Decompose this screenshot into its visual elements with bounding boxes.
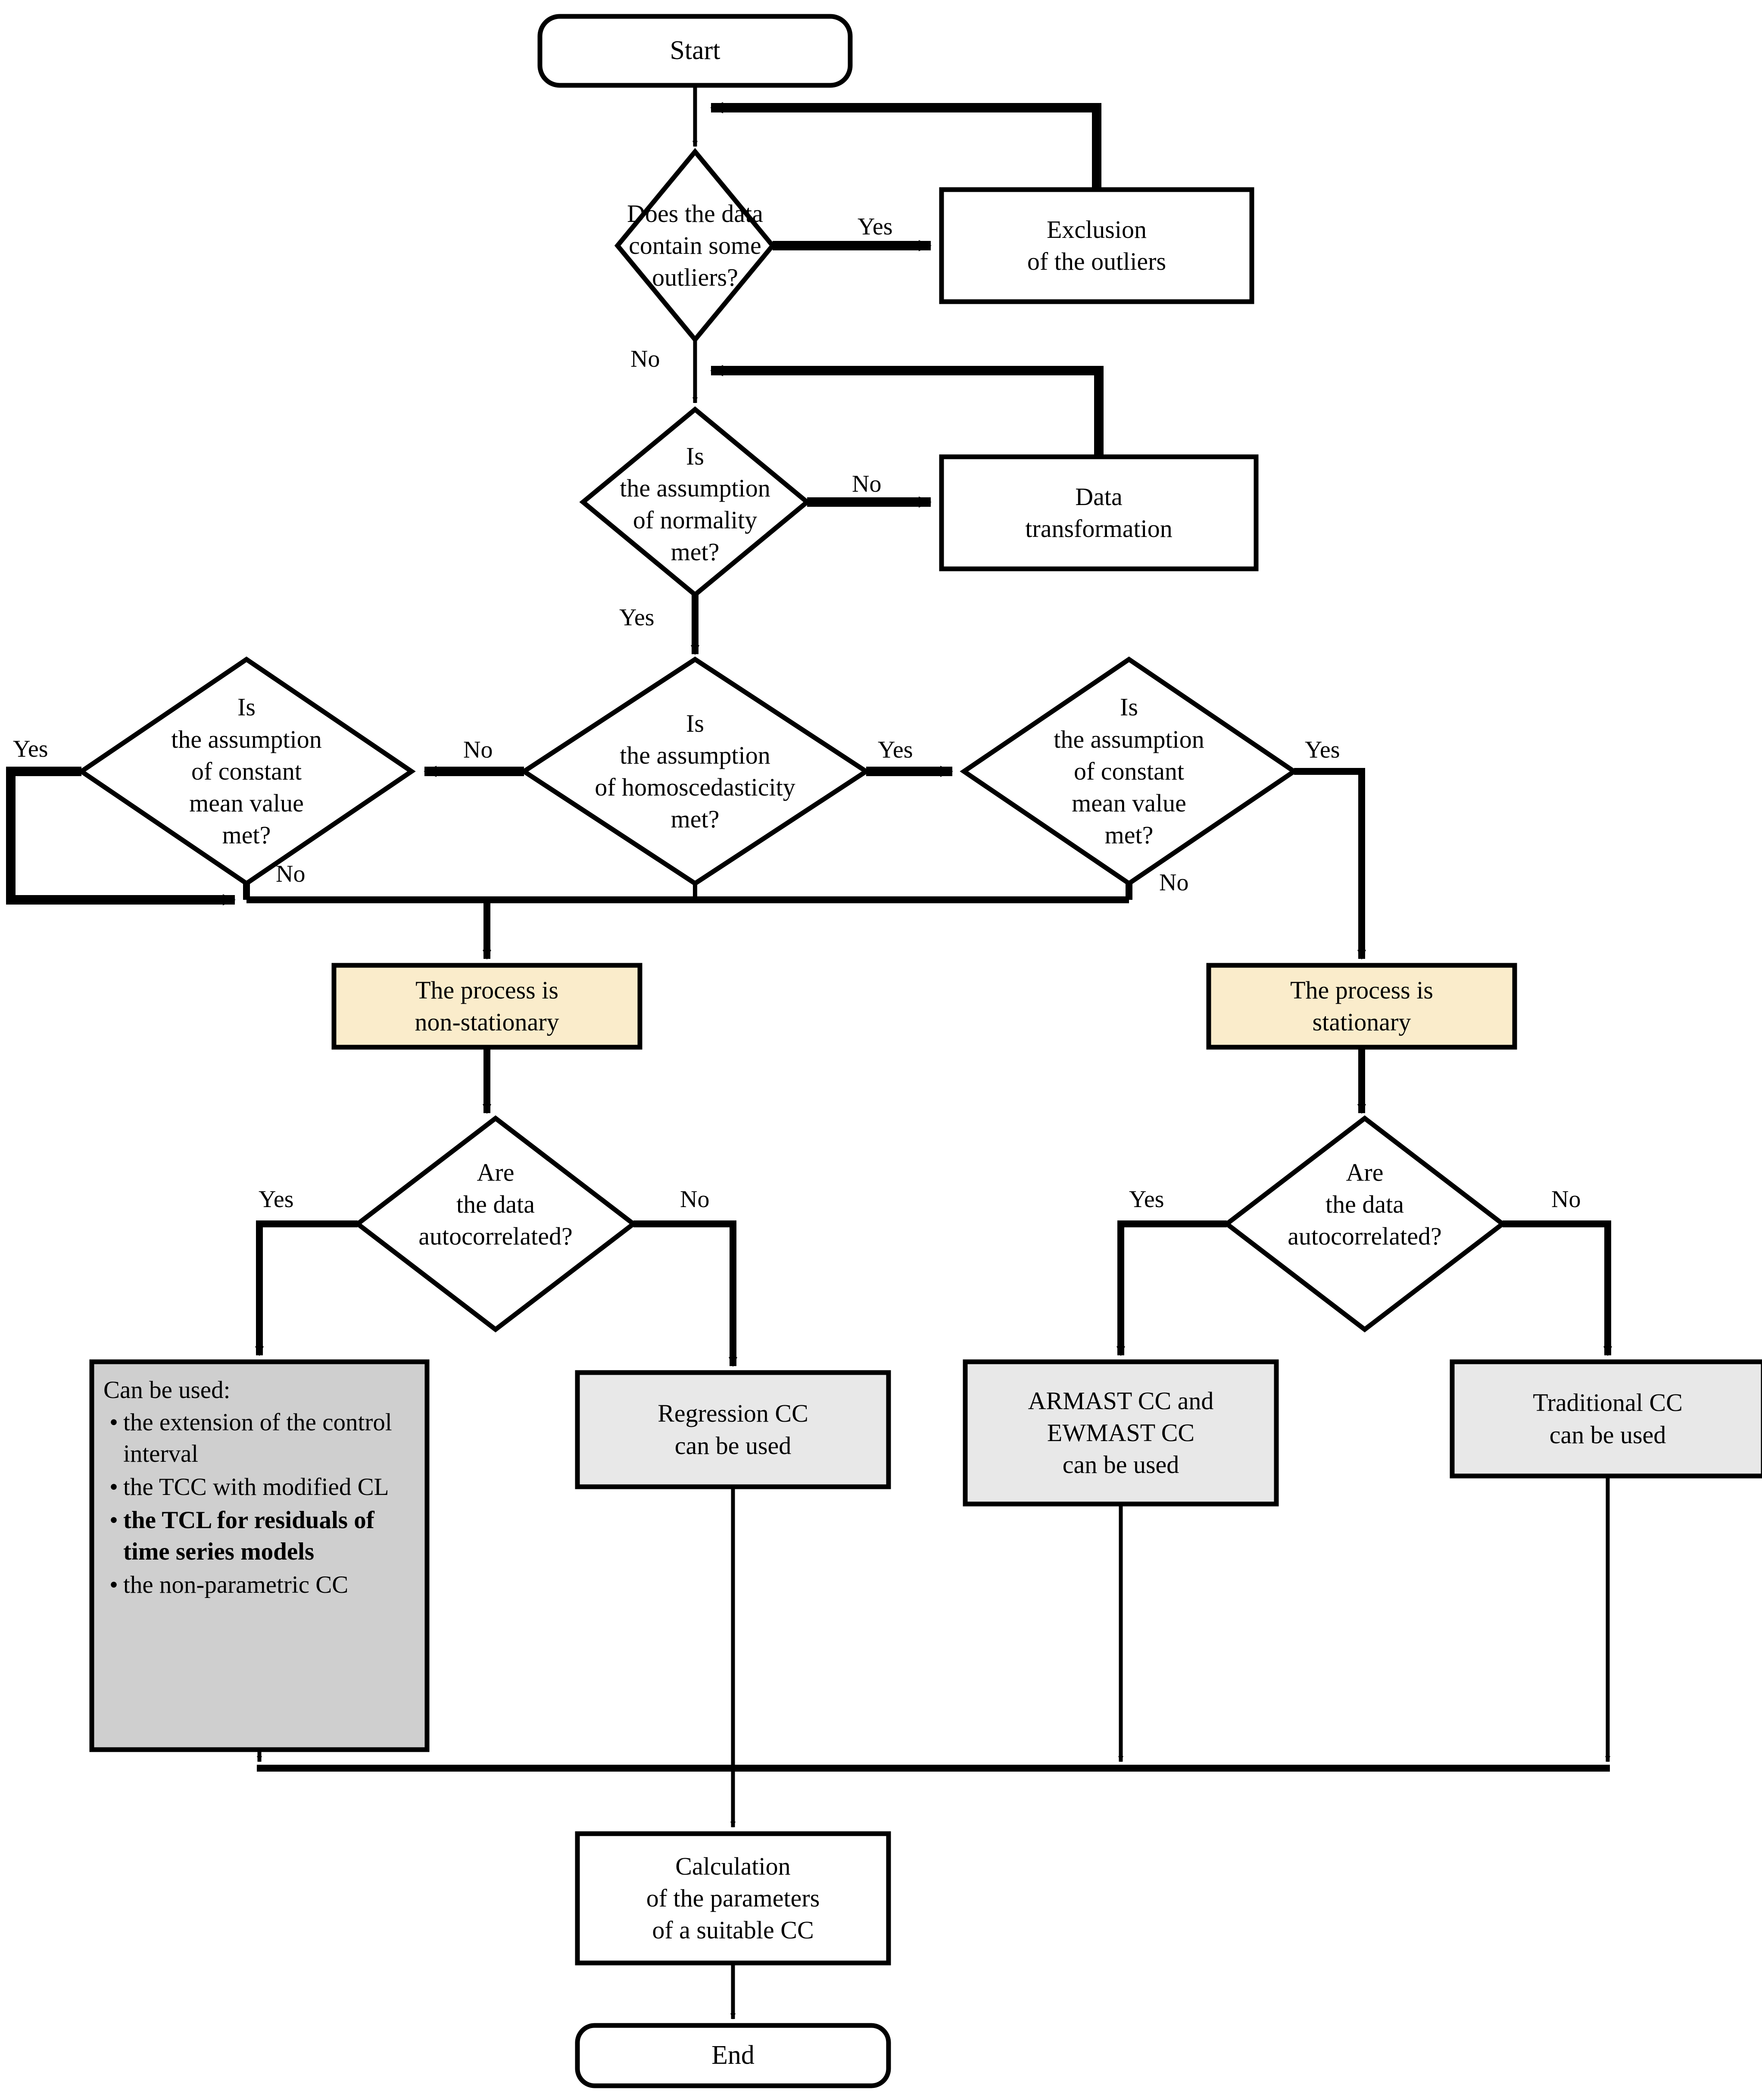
- process-non-stationary-shape: [331, 963, 642, 1050]
- can-be-used-shape: [89, 1359, 430, 1752]
- edge-label-homoscedasticity-no: No: [463, 736, 493, 763]
- end-node-shape: [575, 2023, 891, 2088]
- edge-label-outliers-no: No: [630, 346, 660, 372]
- edge-autocorr-right-yes: [1116, 1220, 1227, 1356]
- data-transformation-shape: [939, 454, 1259, 571]
- homoscedasticity-decision-shape: [519, 656, 871, 886]
- edge-label-constant-mean-left-yes: Yes: [13, 736, 48, 762]
- edge-label-autocorr-right-no: No: [1551, 1186, 1581, 1213]
- edge-label-autocorr-left-no: No: [680, 1186, 710, 1213]
- edge-label-constant-mean-left-no: No: [276, 861, 306, 887]
- regression-cc-shape: [575, 1370, 891, 1489]
- edge-autocorr-right-no: [1503, 1220, 1612, 1356]
- constant-mean-right-shape: [960, 656, 1298, 886]
- process-stationary-shape: [1206, 963, 1517, 1050]
- edge-label-normality-yes: Yes: [619, 604, 655, 631]
- edge-transformation-feedback: [710, 365, 1104, 457]
- edge-label-autocorr-left-yes: Yes: [259, 1186, 294, 1213]
- normality-decision-shape: [579, 406, 811, 598]
- exclusion-outliers-shape: [939, 187, 1254, 304]
- edge-autocorr-left-no: [633, 1220, 737, 1367]
- edge-autocorr-left-yes: [255, 1220, 358, 1356]
- autocorrelated-left-shape: [353, 1115, 638, 1332]
- autocorrelated-right-shape: [1222, 1115, 1507, 1332]
- edge-label-autocorr-right-yes: Yes: [1129, 1186, 1164, 1213]
- edge-label-normality-no: No: [852, 471, 882, 497]
- edge-label-outliers-yes: Yes: [858, 213, 893, 240]
- edge-exclusion-feedback: [710, 102, 1101, 190]
- edge-label-homoscedasticity-yes: Yes: [878, 736, 913, 763]
- armast-ewmast-cc-shape: [963, 1359, 1279, 1507]
- constant-mean-left-shape: [77, 656, 416, 886]
- traditional-cc-shape: [1450, 1359, 1762, 1479]
- edge-label-constant-mean-right-yes: Yes: [1305, 736, 1340, 763]
- start-node-shape: [537, 14, 853, 88]
- edge-label-constant-mean-right-no: No: [1159, 869, 1189, 896]
- edge-constant-mean-left-yes: [6, 767, 236, 905]
- calculation-parameters-shape: [575, 1831, 891, 1966]
- edge-constant-mean-right-yes: [1294, 768, 1366, 960]
